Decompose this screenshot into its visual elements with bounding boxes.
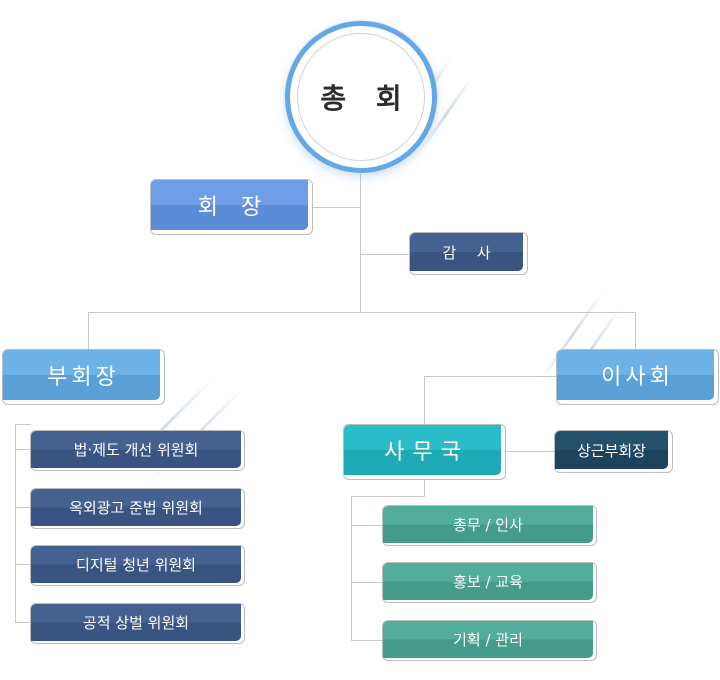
connector-board-secretariat-h — [424, 376, 557, 377]
node-board: 이사회 — [556, 349, 719, 405]
connector-standing-vice — [505, 451, 555, 452]
committee-item: 디지털 청년 위원회 — [30, 545, 245, 586]
connector-committee-top — [15, 424, 31, 425]
connector-board-secretariat-v — [424, 376, 425, 424]
node-auditor: 감 사 — [409, 232, 528, 275]
connector-chairman — [312, 207, 361, 208]
committee-item: 옥외광고 준법 위원회 — [30, 488, 245, 529]
committee-item-label: 디지털 청년 위원회 — [31, 546, 241, 583]
node-standing-vice-label: 상근부회장 — [555, 431, 668, 469]
connector-trunk — [360, 168, 361, 313]
connector-secretariat-down — [424, 478, 425, 496]
node-chairman-label: 회 장 — [151, 180, 308, 230]
connector-committee-2 — [15, 507, 31, 508]
node-secretariat: 사무국 — [343, 424, 506, 480]
committee-item-label: 공적 상벌 위원회 — [31, 604, 241, 641]
connector-dept-3 — [351, 640, 383, 641]
department-item-label: 기획 / 관리 — [383, 621, 593, 658]
department-item: 홍보 / 교육 — [382, 562, 597, 603]
node-vice-chairman: 부회장 — [2, 349, 165, 405]
connector-committee-spine — [15, 424, 16, 622]
department-item: 총무 / 인사 — [382, 505, 597, 546]
connector-split — [88, 312, 636, 313]
committee-item-label: 옥외광고 준법 위원회 — [31, 489, 241, 526]
connector-dept-spine — [351, 496, 352, 641]
node-board-label: 이사회 — [557, 350, 714, 400]
connector-left-down — [88, 312, 89, 350]
committee-item-label: 법·제도 개선 위원회 — [31, 431, 241, 468]
node-standing-vice: 상근부회장 — [554, 430, 673, 473]
committee-item: 공적 상벌 위원회 — [30, 603, 245, 644]
node-vice-chairman-label: 부회장 — [3, 350, 160, 400]
connector-dept-1 — [351, 525, 383, 526]
department-item: 기획 / 관리 — [382, 620, 597, 661]
node-general-assembly: 총 회 — [285, 21, 437, 173]
connector-dept-top — [351, 496, 425, 497]
connector-committee-3 — [15, 564, 31, 565]
connector-auditor — [360, 254, 410, 255]
department-item-label: 홍보 / 교육 — [383, 563, 593, 600]
node-secretariat-label: 사무국 — [344, 425, 501, 475]
connector-right-down — [635, 312, 636, 350]
connector-dept-2 — [351, 582, 383, 583]
node-general-assembly-label: 총 회 — [297, 33, 425, 161]
committee-item: 법·제도 개선 위원회 — [30, 430, 245, 471]
node-chairman: 회 장 — [150, 179, 313, 235]
department-item-label: 총무 / 인사 — [383, 506, 593, 543]
node-auditor-label: 감 사 — [410, 233, 523, 271]
connector-committee-1 — [15, 449, 31, 450]
connector-committee-4 — [15, 622, 31, 623]
